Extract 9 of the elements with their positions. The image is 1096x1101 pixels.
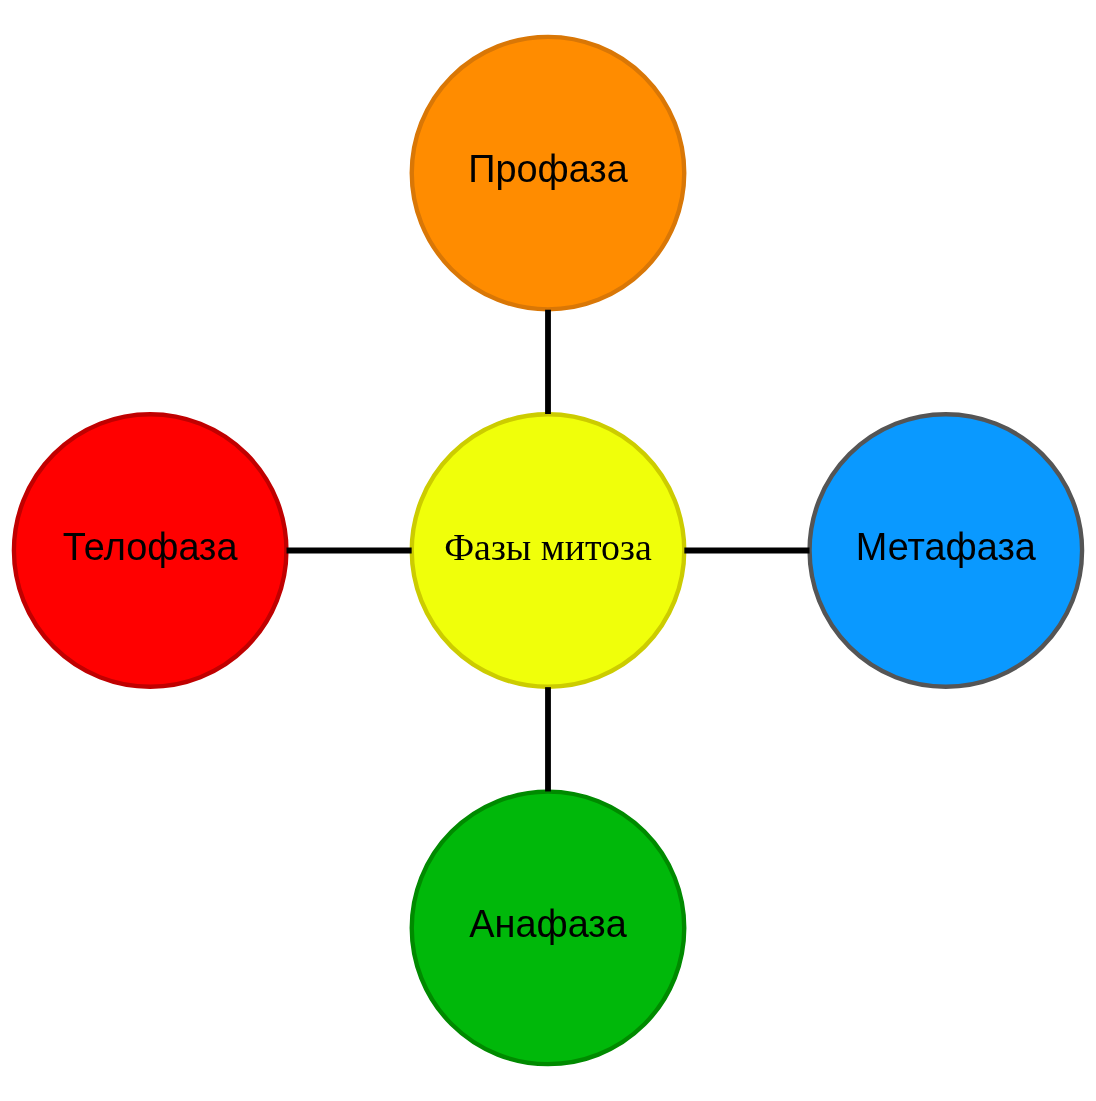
node-circle: Метафаза xyxy=(807,412,1085,689)
connector xyxy=(684,547,810,554)
connector xyxy=(545,687,551,792)
connector xyxy=(545,309,551,415)
node-circle: Анафаза xyxy=(409,789,687,1067)
node-circle: Телофаза xyxy=(11,412,289,689)
connector xyxy=(286,547,412,554)
node-circle: Профаза xyxy=(409,34,687,312)
node-circle: Фазы митоза xyxy=(409,412,687,689)
